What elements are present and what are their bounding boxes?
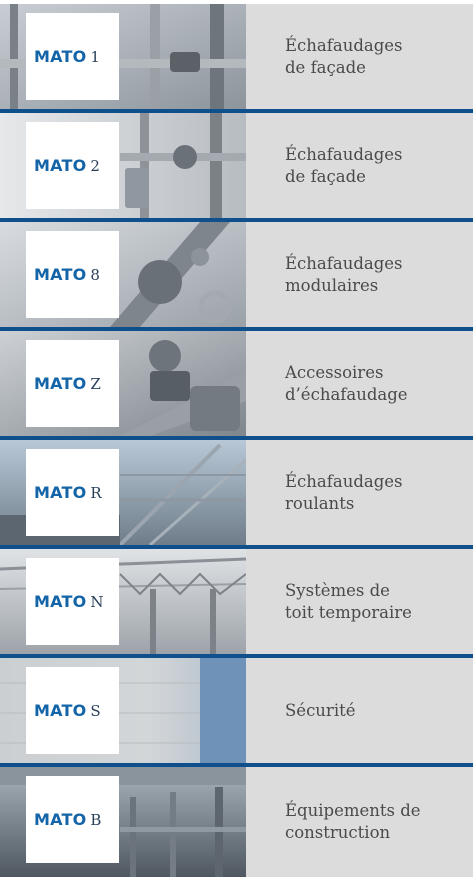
- row-divider: [0, 545, 473, 549]
- category-text-cell: Systèmes de toit temporaire: [246, 549, 473, 654]
- product-code-label: MATO Z: [26, 340, 119, 427]
- category-text-cell: Sécurité: [246, 658, 473, 763]
- category-text-cell: Échafaudages modulaires: [246, 222, 473, 327]
- category-row-mato-n[interactable]: MATO N Systèmes de toit temporaire: [0, 549, 473, 654]
- temporary-roof-photo-icon: MATO N: [0, 549, 246, 654]
- category-title: Accessoires d’échafaudage: [285, 362, 408, 404]
- category-row-mato-s[interactable]: MATO S Sécurité: [0, 658, 473, 763]
- brand-name: MATO: [34, 265, 87, 284]
- brand-name: MATO: [34, 810, 87, 829]
- brand-name: MATO: [34, 483, 87, 502]
- category-title: Équipements de construction: [285, 801, 421, 842]
- brand-name: MATO: [34, 701, 87, 720]
- product-code: 1: [90, 47, 100, 66]
- category-row-mato-b[interactable]: MATO B Équipements de construction: [0, 767, 473, 877]
- row-divider: [0, 654, 473, 658]
- category-row-mato-r[interactable]: MATO R Échafaudages roulants: [0, 440, 473, 545]
- row-divider: [0, 327, 473, 331]
- category-title: Systèmes de toit temporaire: [285, 580, 412, 622]
- category-title: Échafaudages roulants: [285, 471, 403, 513]
- category-title: Échafaudages de façade: [285, 144, 403, 186]
- product-code: 2: [90, 156, 100, 175]
- product-code: R: [90, 483, 102, 502]
- row-divider: [0, 218, 473, 222]
- brand-name: MATO: [34, 374, 87, 393]
- category-text-cell: Équipements de construction: [246, 767, 473, 877]
- category-row-mato-2[interactable]: MATO 2 Échafaudages de façade: [0, 113, 473, 218]
- row-divider: [0, 436, 473, 440]
- brand-name: MATO: [34, 156, 87, 175]
- category-text-cell: Échafaudages roulants: [246, 440, 473, 545]
- row-divider: [0, 109, 473, 113]
- category-text-cell: Échafaudages de façade: [246, 113, 473, 218]
- category-row-mato-8[interactable]: MATO 8 Échafaudages modulaires: [0, 222, 473, 327]
- row-divider: [0, 763, 473, 767]
- product-code: B: [90, 810, 102, 829]
- facade-scaffold-clamp-photo-icon: MATO 2: [0, 113, 246, 218]
- product-code: S: [90, 701, 101, 720]
- product-code-label: MATO B: [26, 776, 119, 863]
- mobile-scaffold-photo-icon: MATO R: [0, 440, 246, 545]
- category-text-cell: Accessoires d’échafaudage: [246, 331, 473, 436]
- product-code-label: MATO S: [26, 667, 119, 754]
- product-code-label: MATO R: [26, 449, 119, 536]
- product-code-label: MATO 8: [26, 231, 119, 318]
- product-code: 8: [90, 265, 100, 284]
- product-code-label: MATO 2: [26, 122, 119, 209]
- brand-name: MATO: [34, 592, 87, 611]
- brand-name: MATO: [34, 47, 87, 66]
- category-title: Sécurité: [285, 700, 356, 720]
- product-code-label: MATO 1: [26, 13, 119, 100]
- product-code-label: MATO N: [26, 558, 119, 645]
- category-text-cell: Échafaudages de façade: [246, 4, 473, 109]
- category-row-mato-z[interactable]: MATO Z Accessoires d’échafaudage: [0, 331, 473, 436]
- construction-equipment-photo-icon: MATO B: [0, 767, 246, 877]
- category-title: Échafaudages modulaires: [285, 253, 403, 295]
- facade-scaffold-photo-icon: MATO 1: [0, 4, 246, 109]
- scaffold-coupler-photo-icon: MATO Z: [0, 331, 246, 436]
- category-row-mato-1[interactable]: MATO 1 Échafaudages de façade: [0, 4, 473, 109]
- category-title: Échafaudages de façade: [285, 35, 403, 77]
- modular-scaffold-photo-icon: MATO 8: [0, 222, 246, 327]
- safety-net-photo-icon: MATO S: [0, 658, 246, 763]
- product-code: Z: [90, 374, 101, 393]
- product-code: N: [90, 592, 104, 611]
